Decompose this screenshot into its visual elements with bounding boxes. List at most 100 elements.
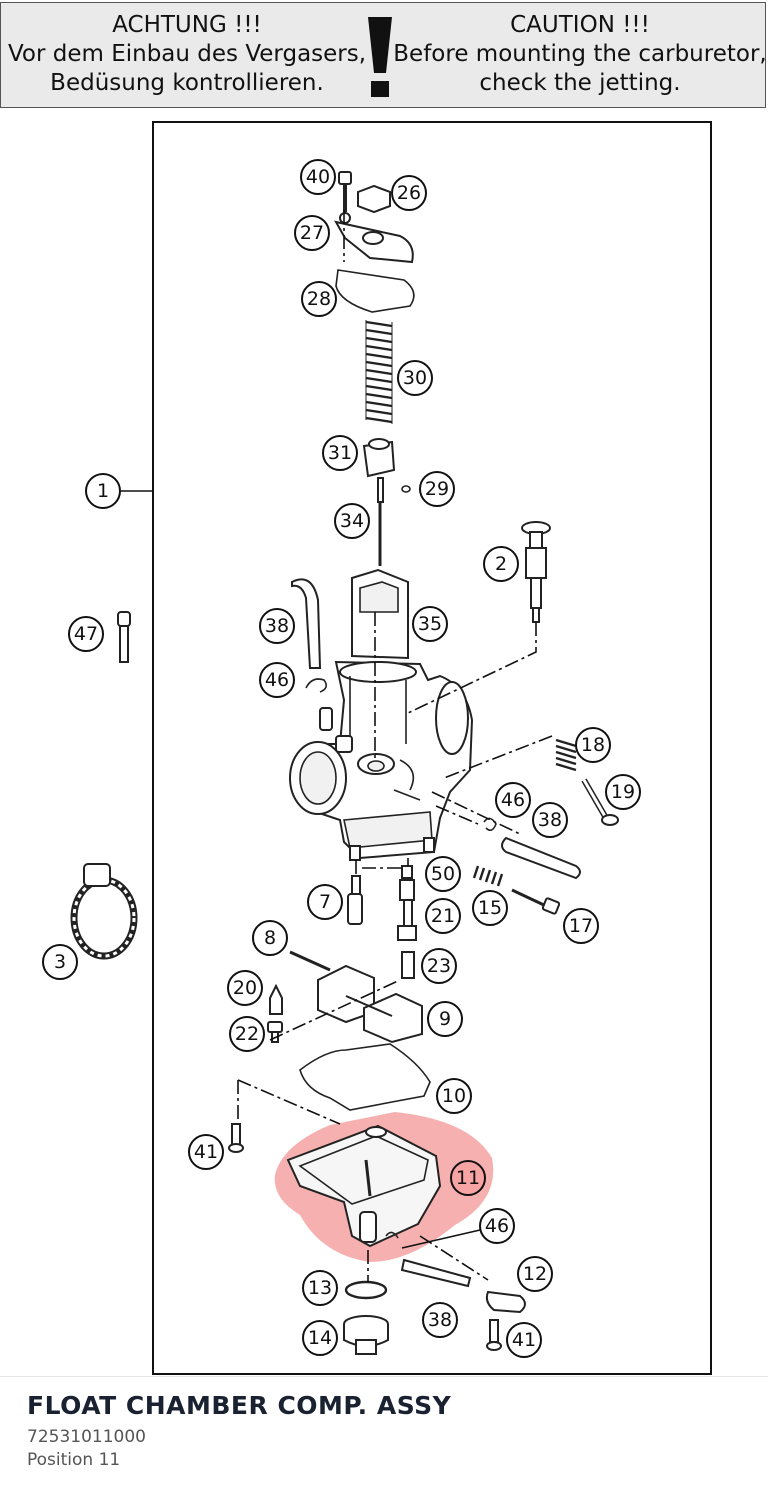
part-needle-jet-21 xyxy=(397,879,417,941)
svg-text:23: 23 xyxy=(427,955,451,977)
part-info-footer: FLOAT CHAMBER COMP. ASSY 72531011000 Pos… xyxy=(0,1376,768,1492)
svg-text:40: 40 xyxy=(306,166,330,188)
svg-text:12: 12 xyxy=(523,1263,547,1285)
part-circlip-46-bottom xyxy=(385,1231,399,1239)
part-circlip-46-top xyxy=(305,678,328,693)
carburetor-exploded-diagram: 1 2 3 7 8 9 10 11 12 13 14 15 17 18 19 2… xyxy=(42,121,712,1375)
callout-29: 29 xyxy=(419,471,455,507)
svg-text:17: 17 xyxy=(569,915,593,937)
callout-9: 9 xyxy=(427,1001,463,1037)
svg-text:46: 46 xyxy=(265,669,289,691)
callout-3: 3 xyxy=(42,944,78,980)
callout-38-bottom: 38 xyxy=(422,1302,458,1338)
part-screw-41-left xyxy=(228,1123,244,1153)
part-main-jet-23 xyxy=(401,951,415,979)
svg-text:8: 8 xyxy=(264,927,276,949)
caution-english-line1: Before mounting the carburetor, xyxy=(393,41,767,67)
callout-12: 12 xyxy=(517,1256,553,1292)
callout-41-right: 41 xyxy=(506,1322,542,1358)
svg-text:26: 26 xyxy=(397,182,421,204)
part-hose-38-top xyxy=(291,578,322,669)
svg-text:50: 50 xyxy=(431,863,455,885)
svg-text:35: 35 xyxy=(418,613,442,635)
part-screw-17 xyxy=(511,888,561,915)
part-screw-41-right xyxy=(486,1319,502,1351)
part-number: 72531011000 xyxy=(27,1427,146,1447)
callout-27: 27 xyxy=(294,215,330,251)
part-title: FLOAT CHAMBER COMP. ASSY xyxy=(27,1391,452,1420)
caution-german-title: ACHTUNG !!! xyxy=(112,12,262,38)
callout-14: 14 xyxy=(302,1320,338,1356)
callout-46-top: 46 xyxy=(259,662,295,698)
svg-text:31: 31 xyxy=(328,442,352,464)
svg-text:28: 28 xyxy=(307,288,331,310)
svg-text:3: 3 xyxy=(54,951,66,973)
part-bracket-12 xyxy=(485,1290,526,1314)
caution-banner: ACHTUNG !!! Vor dem Einbau des Vergasers… xyxy=(0,2,767,108)
part-spring-18 xyxy=(555,738,577,772)
assembly-frame xyxy=(152,121,712,1375)
part-hose-38-mid xyxy=(501,836,581,880)
callout-34: 34 xyxy=(334,503,370,539)
part-screw-2 xyxy=(521,521,551,623)
svg-text:46: 46 xyxy=(485,1215,509,1237)
svg-text:22: 22 xyxy=(235,1023,259,1045)
svg-text:34: 34 xyxy=(340,510,364,532)
svg-text:41: 41 xyxy=(194,1141,218,1163)
part-screw-40 xyxy=(338,171,352,212)
caution-english-line2: check the jetting. xyxy=(479,70,681,96)
callout-10: 10 xyxy=(436,1078,472,1114)
part-float-chamber-11 xyxy=(286,1124,442,1248)
exclamation-icon xyxy=(368,17,392,97)
caution-english-title: CAUTION !!! xyxy=(510,12,650,38)
callout-2: 2 xyxy=(483,546,519,582)
callout-28: 28 xyxy=(301,281,337,317)
svg-text:15: 15 xyxy=(478,897,502,919)
svg-text:41: 41 xyxy=(512,1329,536,1351)
callout-19: 19 xyxy=(605,774,641,810)
svg-text:19: 19 xyxy=(611,781,635,803)
part-float-needle-20 xyxy=(269,983,283,1015)
caution-german: ACHTUNG !!! Vor dem Einbau des Vergasers… xyxy=(1,11,373,98)
svg-text:7: 7 xyxy=(319,891,331,913)
svg-text:46: 46 xyxy=(501,789,525,811)
caution-german-line1: Vor dem Einbau des Vergasers, xyxy=(7,41,367,67)
part-carburetor-body-1 xyxy=(289,660,474,861)
part-jet-7 xyxy=(347,875,363,925)
callout-26: 26 xyxy=(391,175,427,211)
part-gasket-10 xyxy=(299,1043,431,1111)
callout-46-bottom: 46 xyxy=(479,1208,515,1244)
callout-35: 35 xyxy=(412,606,448,642)
part-spring-30 xyxy=(365,320,393,424)
callout-50: 50 xyxy=(425,856,461,892)
part-clip-29 xyxy=(401,485,411,493)
callout-21: 21 xyxy=(425,898,461,934)
callout-41-left: 41 xyxy=(188,1134,224,1170)
caution-german-line2: Bedüsung kontrollieren. xyxy=(50,70,324,96)
svg-text:14: 14 xyxy=(308,1327,332,1349)
part-jet-22 xyxy=(267,1021,283,1043)
callout-15: 15 xyxy=(472,890,508,926)
svg-text:9: 9 xyxy=(439,1008,451,1030)
svg-text:38: 38 xyxy=(428,1309,452,1331)
callout-8: 8 xyxy=(252,920,288,956)
callout-46-mid: 46 xyxy=(495,782,531,818)
callout-23: 23 xyxy=(421,948,457,984)
part-needle-34 xyxy=(377,477,384,566)
part-circlip-46-mid xyxy=(483,817,497,832)
callout-18: 18 xyxy=(575,727,611,763)
svg-text:10: 10 xyxy=(442,1085,466,1107)
svg-text:1: 1 xyxy=(97,480,109,502)
callout-11: 11 xyxy=(450,1160,486,1196)
part-slide-35 xyxy=(351,568,409,660)
callout-13: 13 xyxy=(302,1270,338,1306)
svg-text:29: 29 xyxy=(425,478,449,500)
svg-text:30: 30 xyxy=(403,367,427,389)
svg-text:11: 11 xyxy=(456,1167,480,1189)
part-screw-19 xyxy=(581,778,619,826)
part-jet-50 xyxy=(401,865,413,879)
part-position: Position 11 xyxy=(27,1450,121,1470)
svg-text:38: 38 xyxy=(538,809,562,831)
callout-38-top: 38 xyxy=(259,608,295,644)
svg-text:27: 27 xyxy=(300,222,324,244)
